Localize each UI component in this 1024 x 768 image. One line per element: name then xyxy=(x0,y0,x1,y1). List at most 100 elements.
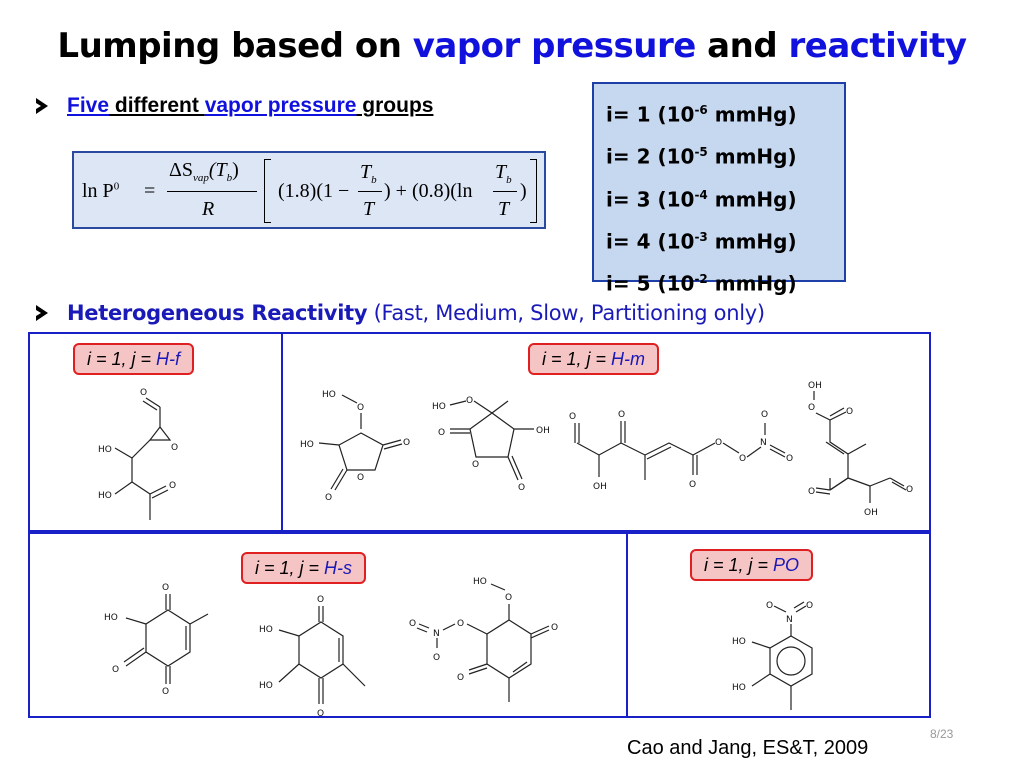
title-highlight-reactivity: reactivity xyxy=(788,26,968,66)
group-row: i= 3 (10-4 mmHg) xyxy=(606,187,797,212)
svg-text:O: O xyxy=(906,485,913,495)
eq-frac1-den: T xyxy=(363,198,375,220)
svg-text:OH: OH xyxy=(593,482,607,492)
svg-text:O: O xyxy=(472,460,479,470)
svg-text:O: O xyxy=(317,595,324,605)
label-hf: i = 1, j = H-f xyxy=(73,343,195,375)
bullet2-rest: (Fast, Medium, Slow, Partitioning only) xyxy=(367,301,765,325)
svg-text:O: O xyxy=(457,673,464,683)
svg-text:O: O xyxy=(505,593,512,603)
svg-text:O: O xyxy=(761,410,768,420)
svg-text:O: O xyxy=(786,454,793,464)
svg-text:HO: HO xyxy=(98,445,112,455)
bullet1-groups: groups xyxy=(356,94,434,117)
eq-right-bracket xyxy=(530,159,537,223)
svg-text:O: O xyxy=(357,403,364,413)
page-number: 8/23 xyxy=(930,727,954,741)
molecule-structure-hs-1: O HO O O xyxy=(104,583,209,697)
svg-text:O: O xyxy=(766,601,773,611)
svg-text:HO: HO xyxy=(300,440,314,450)
molecule-structure-hm-4: OH O O O OH O xyxy=(808,381,913,518)
eq-left-bracket xyxy=(264,159,271,223)
svg-text:HO: HO xyxy=(259,681,273,691)
svg-text:O: O xyxy=(140,388,147,398)
svg-text:O: O xyxy=(112,665,119,675)
svg-text:O: O xyxy=(551,623,558,633)
svg-text:O: O xyxy=(457,619,464,629)
eq-denominator: R xyxy=(202,198,215,220)
svg-text:O: O xyxy=(171,443,178,453)
molecule-structure-hs-2: O HO HO O xyxy=(259,595,366,719)
svg-text:HO: HO xyxy=(259,625,273,635)
title-highlight-vapor: vapor pressure xyxy=(412,26,697,66)
svg-text:O: O xyxy=(403,438,410,448)
bullet1-different: different xyxy=(109,94,205,117)
svg-text:HO: HO xyxy=(432,402,446,412)
eq-frac2-num: Tb xyxy=(495,161,512,186)
citation: Cao and Jang, ES&T, 2009 xyxy=(627,737,869,759)
svg-text:N: N xyxy=(760,438,767,448)
svg-text:HO: HO xyxy=(473,577,487,587)
eq-numerator: ΔSvap(Tb) xyxy=(169,159,239,184)
svg-text:HO: HO xyxy=(104,613,118,623)
svg-text:O: O xyxy=(433,653,440,663)
svg-text:O: O xyxy=(518,483,525,493)
eq-frac1-num: Tb xyxy=(360,161,377,186)
panel-hm xyxy=(281,332,931,532)
svg-text:O: O xyxy=(466,396,473,406)
vapor-pressure-groups-box: i= 1 (10-6 mmHg) i= 2 (10-5 mmHg) i= 3 (… xyxy=(592,82,846,296)
svg-text:N: N xyxy=(433,629,440,639)
eq-equals: = xyxy=(144,180,156,202)
bullet-vapor-groups: Five different vapor pressure groups xyxy=(67,94,433,118)
title-text-1: Lumping based on xyxy=(57,26,413,66)
group-row: i= 4 (10-3 mmHg) xyxy=(606,229,797,254)
label-hs: i = 1, j = H-s xyxy=(241,552,367,584)
svg-text:O: O xyxy=(569,412,576,422)
eq-lhs: ln P0 xyxy=(82,180,120,202)
svg-text:O: O xyxy=(409,619,416,629)
group-row: i= 2 (10-5 mmHg) xyxy=(606,144,797,169)
svg-text:HO: HO xyxy=(98,491,112,501)
molecule-structure-hf: O O HO HO O xyxy=(98,388,178,520)
molecule-structure-hm-3: O OH O O O O N O O xyxy=(569,410,793,492)
eq-frac2-den: T xyxy=(498,198,510,220)
svg-text:O: O xyxy=(808,487,815,497)
bullet2-bold: Heterogeneous Reactivity xyxy=(67,301,368,325)
svg-text:O: O xyxy=(162,687,169,697)
equation-box: ln P0 = ΔSvap(Tb) R (1.8)(1 − Tb T ) + (… xyxy=(72,151,546,229)
bullet-reactivity: Heterogeneous Reactivity (Fast, Medium, … xyxy=(67,301,765,325)
svg-text:O: O xyxy=(618,410,625,420)
group-row: i= 5 (10-2 mmHg) xyxy=(606,271,797,296)
group-row: i= 1 (10-6 mmHg) xyxy=(606,102,797,127)
eq-term1: (1.8)(1 − xyxy=(278,180,350,202)
molecule-structure-hm-2: HO O OH O O O xyxy=(432,396,550,493)
svg-text:HO: HO xyxy=(322,390,336,400)
svg-text:O: O xyxy=(689,480,696,490)
svg-text:N: N xyxy=(786,615,793,625)
svg-text:O: O xyxy=(169,481,176,491)
label-hm: i = 1, j = H-m xyxy=(528,343,660,375)
svg-text:OH: OH xyxy=(808,381,822,391)
svg-text:OH: OH xyxy=(536,426,550,436)
title-text-2: and xyxy=(695,26,789,66)
bullet-arrow-icon xyxy=(36,305,48,321)
svg-text:O: O xyxy=(806,601,813,611)
svg-text:O: O xyxy=(846,407,853,417)
svg-text:O: O xyxy=(438,428,445,438)
svg-text:O: O xyxy=(325,493,332,503)
svg-text:HO: HO xyxy=(732,683,746,693)
eq-term3: ) xyxy=(520,180,527,202)
bullet1-vapor: vapor pressure xyxy=(204,94,357,117)
eq-frac1-bar xyxy=(358,191,382,192)
panel-po xyxy=(626,532,931,718)
eq-frac2-bar xyxy=(493,191,517,192)
slide-title: Lumping based on vapor pressure and reac… xyxy=(0,26,1024,66)
svg-text:HO: HO xyxy=(732,637,746,647)
bullet1-five: Five xyxy=(67,94,110,117)
svg-text:O: O xyxy=(317,709,324,719)
svg-text:O: O xyxy=(162,583,169,593)
molecule-structure-hs-3: HO O O O O N O O xyxy=(409,577,558,702)
svg-text:O: O xyxy=(739,454,746,464)
eq-fraction-bar xyxy=(167,191,257,192)
svg-text:O: O xyxy=(715,438,722,448)
